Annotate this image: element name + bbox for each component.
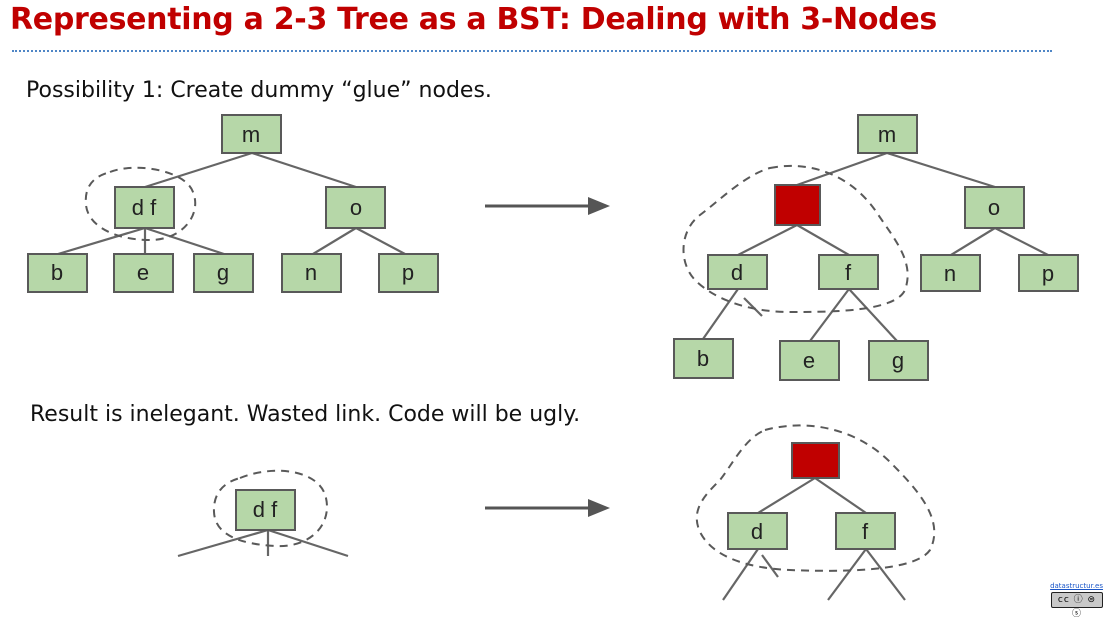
node-f [835,512,896,550]
edge [251,151,357,189]
credit-link[interactable]: datastructur.es [1050,582,1103,590]
node-d [707,254,768,290]
edge [848,288,898,342]
node-df [114,186,175,229]
title-divider [12,50,1052,52]
node-label: g [892,348,904,373]
transform-arrow-top [485,197,610,215]
node-n [920,254,981,292]
tree-2-3-top: m d f o b e g n p [27,114,439,293]
edge [950,227,996,256]
node-label: o [988,195,1000,220]
node-g [868,340,929,381]
edge [57,226,146,256]
node-f [818,254,879,290]
transform-arrow-bottom [485,499,610,517]
edge [757,477,816,514]
node-label: f [862,519,869,544]
edge [144,151,253,189]
node-label: m [878,122,896,147]
glue-node-bottom: d f [695,424,936,601]
edge [994,227,1049,256]
node-label: p [402,260,414,285]
node-e [113,253,174,293]
node-label: m [242,122,260,147]
node-label: e [803,348,815,373]
glue-node [791,442,840,479]
node-b [673,338,734,379]
node-label: p [1042,261,1054,286]
edge [814,477,867,514]
node-label: d [731,260,743,285]
edge [865,548,906,601]
glue-boundary [84,166,197,242]
node-m [221,114,282,154]
creative-commons-badge: cc ⓘ ⊜ ⓢ [1051,592,1103,619]
node-label: f [845,260,852,285]
node-label: b [697,346,709,371]
glue-node [774,184,821,226]
possibility-text: Possibility 1: Create dummy “glue” nodes… [26,78,492,103]
edge [761,554,779,578]
node-o [964,186,1025,229]
node-g [193,253,254,293]
three-node-bottom: d f [177,469,349,558]
edge [355,227,406,255]
glue-boundary [695,424,936,572]
node-p [378,253,439,293]
edge [267,528,349,558]
node-label: n [305,260,317,285]
edge [796,151,888,187]
node-b [27,253,88,293]
node-label: b [51,260,63,285]
node-d [727,512,788,550]
result-text: Result is inelegant. Wasted link. Code w… [30,402,581,427]
edge [737,224,798,256]
node-label: d f [253,497,278,522]
node-df [235,489,296,531]
node-m [857,114,918,154]
node-label: g [217,260,229,285]
node-label: n [944,261,956,286]
slide-title: Representing a 2-3 Tree as a BST: Dealin… [10,2,937,37]
node-p [1018,254,1079,292]
node-n [281,253,342,293]
node-label: e [137,260,149,285]
edge [827,548,867,601]
node-label: d [751,519,763,544]
node-e [779,340,840,381]
edge [886,151,996,189]
node-o [325,186,386,229]
glue-boundary [682,164,909,314]
bst-with-glue-top: m o d f n p b e g [673,114,1079,381]
node-label: d f [132,195,157,220]
glue-boundary [212,469,328,548]
edge [809,288,850,342]
edge [796,224,850,256]
edge [722,548,759,601]
node-label: o [350,195,362,220]
edge [144,226,225,256]
edge [177,528,269,558]
edge [312,227,357,255]
edge [702,288,739,340]
edge [743,297,763,317]
